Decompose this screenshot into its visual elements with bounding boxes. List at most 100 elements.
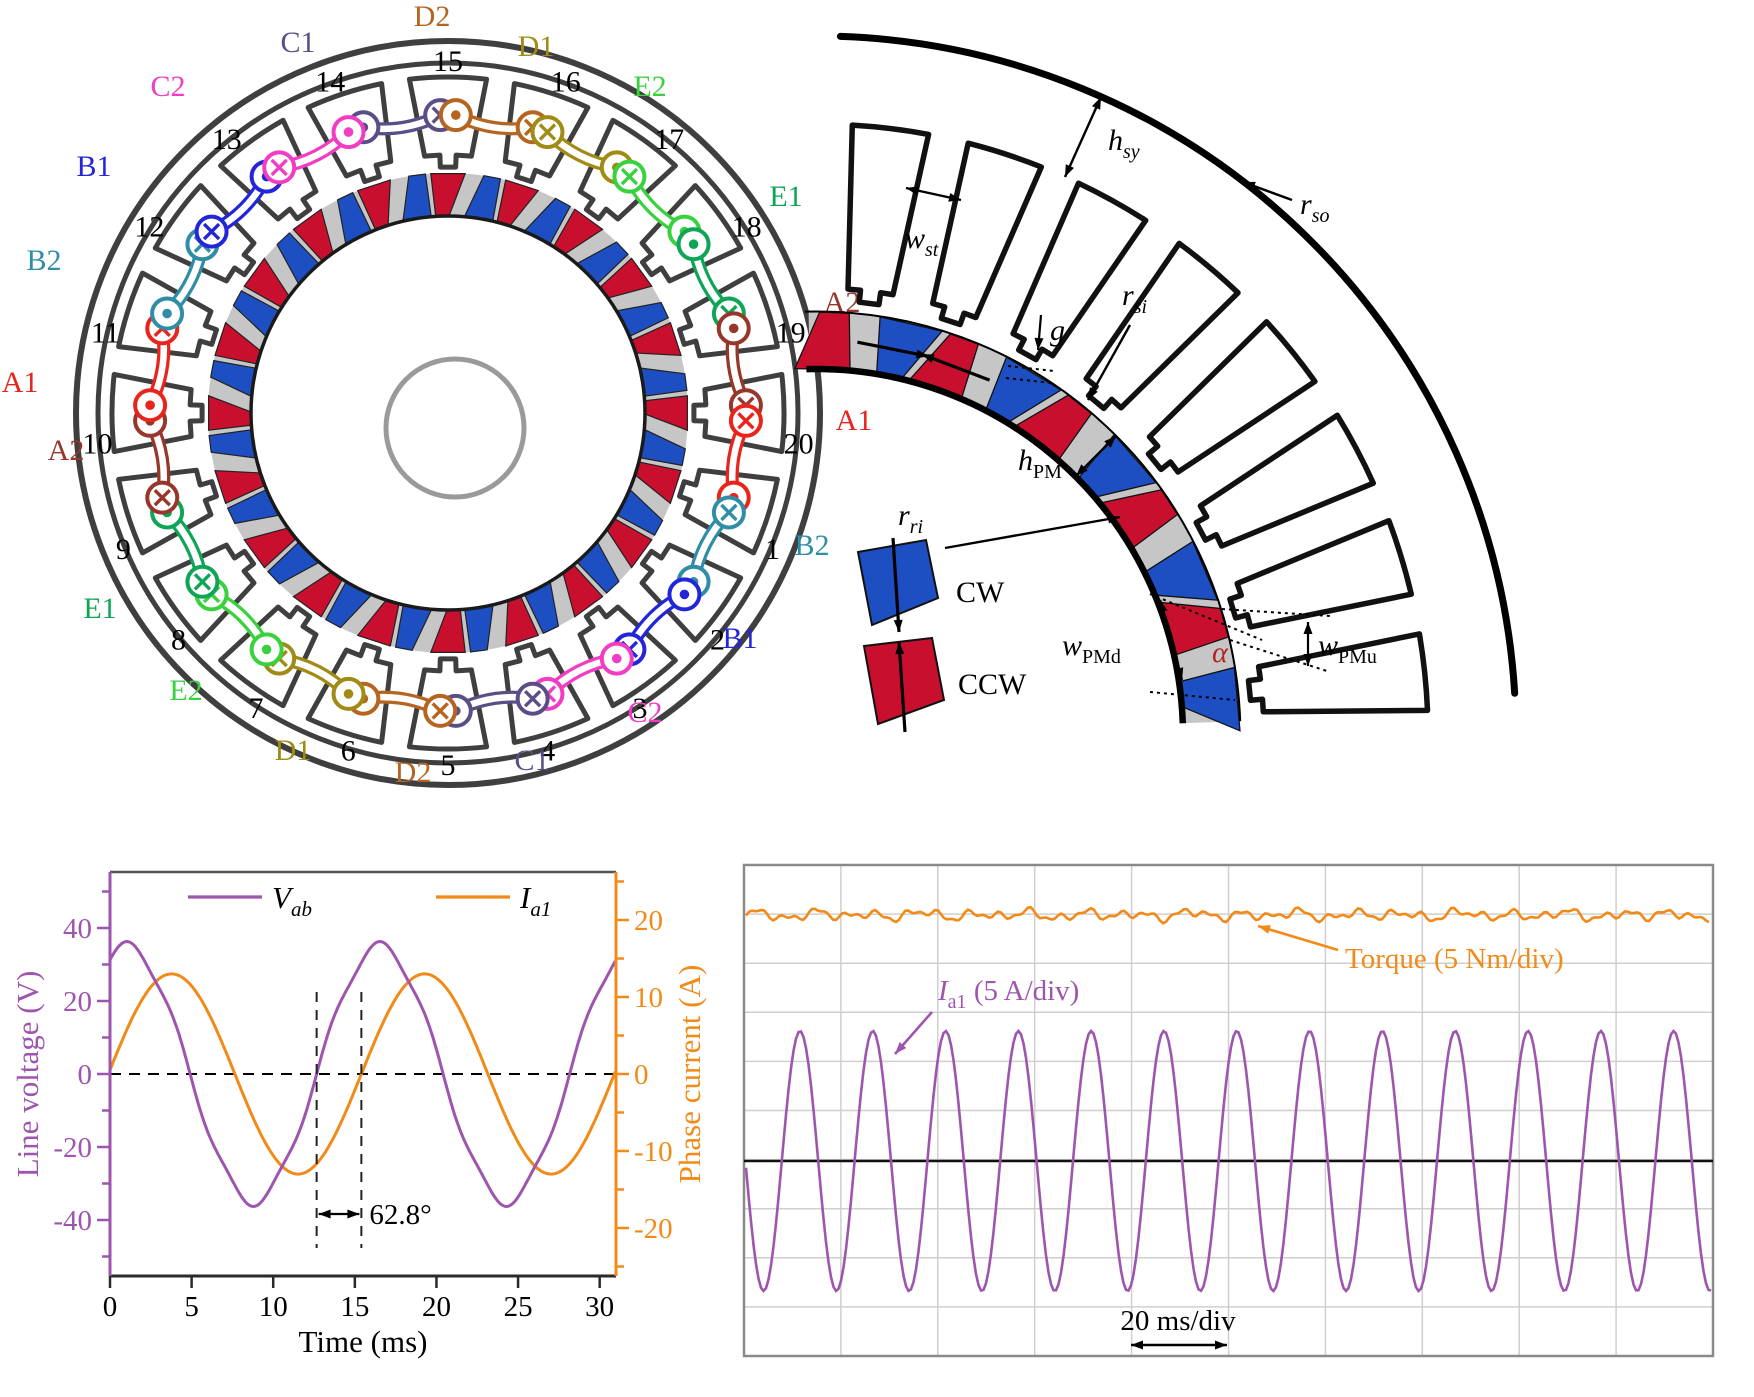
right-tick-label: -10 [634,1136,673,1168]
right-tick-label: 20 [634,905,663,937]
arrow-head [1076,464,1088,476]
legend-ccw-arrow [897,641,907,733]
h_sy-arrow [1063,96,1103,178]
conductor-cross [720,503,738,522]
conductor-cross [193,573,212,591]
x-tick-label: 20 [422,1291,451,1323]
arrow-head [1243,181,1256,191]
arrow-head [1104,436,1116,448]
conductor-cross [270,158,288,177]
arrow-head [1303,654,1313,666]
torque-arrow [1257,924,1339,952]
vab-curve [108,939,617,1209]
phase-label-D1: D1 [275,734,312,767]
w_PMu-label: wPMu [1318,629,1377,668]
slot-number: 4 [540,735,555,768]
arrow-head [1215,1340,1227,1350]
right-tick-label: 0 [634,1059,649,1091]
g-dash [1005,377,1053,384]
legend-ccw-label: CCW [958,668,1027,701]
alpha-dash [1149,593,1263,641]
ia1-curve [108,972,617,1176]
slot-number: 17 [654,123,684,156]
detail-stator-slot [1145,319,1318,475]
arrow-head [1131,1340,1143,1350]
arrow-head [1034,337,1044,350]
phase-label-C1: C1 [514,744,549,777]
g-dash [1007,365,1055,372]
arrow-head [1174,667,1184,680]
phase-label-B1: B1 [76,150,111,183]
slot-number: 20 [784,428,814,461]
slot-number: 14 [315,65,345,98]
detail-stator-slot [1010,180,1149,363]
r_ri-arrow [944,515,1121,550]
arrow-head [318,1209,331,1219]
conductor-dot [162,308,172,319]
conductor-cross [620,167,639,186]
slot-number: 1 [765,533,780,566]
phase-shift-label: 62.8° [369,1199,431,1231]
legend-cw-arrow [891,537,901,633]
scope-border [742,863,1715,1358]
left-tick-label: 40 [63,913,92,945]
slot-number: 12 [134,211,164,244]
phase-label-C2: C2 [150,70,185,103]
conductor-cross [153,488,171,507]
conductor-dot [343,689,354,699]
left-tick-label: 20 [63,986,92,1018]
arrow-head [1158,600,1168,613]
arrow-head [921,354,935,363]
conductor-cross [523,690,542,708]
slot-number: 5 [441,749,456,782]
conductor-cross [202,222,221,241]
stator-yoke-inner-circle [95,60,801,766]
right-tick-label: 10 [634,982,663,1014]
alpha-label: α [1212,636,1229,669]
stator-outer-circle [73,38,823,788]
w_PMd-label: wPMd [1062,629,1121,668]
x-axis-title: Time (ms) [299,1324,428,1359]
detail-stator-slot [1193,412,1377,549]
legend-ccw-patch [862,636,946,726]
detail-stator-slot [929,140,1045,328]
phase-label-B2: B2 [26,244,61,277]
slot-number: 16 [551,65,581,98]
phase-label-D1: D1 [518,30,555,63]
conductor-cross [737,412,755,430]
r_si-arrow [1086,324,1132,401]
arrow-head [1107,514,1120,524]
phase-label-D2: D2 [395,756,432,789]
r_ri-label: rri [898,499,923,538]
phase-label-A1: A1 [2,366,39,399]
left-tick-label: 0 [78,1059,93,1091]
r_si-label: rsi [1122,279,1147,318]
x-tick-label: 5 [184,1291,199,1323]
phase-label-E2: E2 [169,674,202,707]
x-tick-label: 15 [340,1291,369,1323]
phase-label-E2: E2 [633,70,666,103]
slot-number: 7 [248,692,263,725]
slot-number: 13 [212,123,242,156]
detail-stator-slot [845,122,932,308]
detail-stator-slot [1245,631,1431,715]
left-tick-label: -20 [53,1132,92,1164]
h_PM-label: hPM [1018,444,1062,483]
r_so-label: rso [1300,188,1329,227]
phase-label-B1: B1 [722,622,757,655]
shaft-circle [383,356,527,500]
arrow-head [906,186,919,195]
conductor-dot [728,323,739,334]
conductor-cross [538,123,557,141]
slot-number: 8 [171,623,186,656]
ia1-trace [744,1028,1712,1294]
scope-chart: Torque (5 Nm/div)Ia1 (5 A/div)20 ms/div [742,863,1715,1358]
g-label: g [1050,314,1065,347]
legend-cw-patch [856,538,940,627]
conductor-dot [611,653,622,664]
h_sy-label: hsy [1108,124,1140,163]
ia1-label: Ia1 (5 A/div) [937,975,1079,1013]
